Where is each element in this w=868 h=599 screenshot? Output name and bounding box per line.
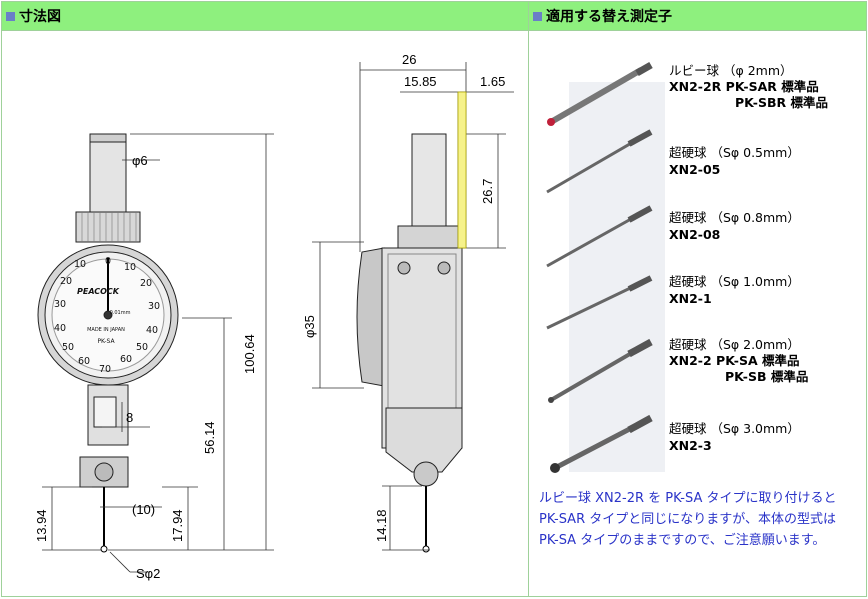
stylus-thread (627, 414, 653, 434)
stylus-thread (627, 205, 653, 223)
front-dimension-lines (42, 133, 274, 573)
tip-item-xn2-05: 超硬球 （Sφ 0.5mm） XN2-05 (546, 129, 800, 194)
tip-line1: 超硬球 （Sφ 0.5mm） (669, 145, 800, 160)
stylus-rod (549, 67, 643, 125)
dial-number: 60 (78, 356, 90, 367)
dial-number: 40 (54, 323, 66, 334)
dim-8: 8 (126, 410, 133, 425)
tip-list: ルビー球 （φ 2mm） XN2-2R PK-SAR 標準品 PK-SBR 標準… (546, 61, 828, 473)
dim-13-94: 13.94 (34, 509, 49, 542)
ruby-ball-icon (547, 118, 555, 126)
dim-26-7: 26.7 (480, 179, 495, 204)
replacement-tips-panel: 適用する替え測定子 ルビー球 （φ 2mm） XN2-2R PK-SAR 標準品… (529, 2, 866, 596)
dial-number: 70 (99, 364, 111, 375)
bullet-square-icon (533, 11, 542, 21)
tip-background-band (569, 82, 665, 472)
dial-brand-logo: PEACOCK (77, 287, 120, 296)
tip-line1: 超硬球 （Sφ 0.8mm） (669, 210, 800, 225)
dial-unit: 0.01mm (110, 310, 131, 316)
dimension-drawing: 10 0 10 20 20 30 30 40 40 50 50 60 60 70… (34, 52, 514, 581)
stylus-thread (627, 275, 653, 292)
dial-number: 0 (105, 256, 111, 267)
carbide-ball-icon (548, 397, 554, 403)
dial-number: 40 (146, 325, 158, 336)
dial-face-text: 10 0 10 20 20 30 30 40 40 50 50 60 60 70… (54, 256, 160, 375)
front-view (37, 133, 179, 553)
dial-number: 30 (148, 301, 160, 312)
left-header: 寸法図 (2, 2, 528, 31)
dial-number: 10 (124, 262, 136, 273)
tip-item-xn2-1: 超硬球 （Sφ 1.0mm） XN2-1 (546, 274, 800, 330)
right-header: 適用する替え測定子 (529, 2, 866, 31)
dim-56-14: 56.14 (202, 421, 217, 454)
tip-line1: 超硬球 （Sφ 1.0mm） (669, 274, 800, 289)
dial-model: PK-SA (97, 338, 115, 345)
dial-number: 20 (140, 278, 152, 289)
dim-1-65: 1.65 (480, 74, 505, 89)
dial-number: 50 (62, 342, 74, 353)
dimension-drawing-panel: 寸法図 (2, 2, 529, 596)
side-view (356, 133, 463, 553)
stylus-thread (635, 61, 653, 77)
tip-line1: 超硬球 （Sφ 2.0mm） (669, 337, 800, 352)
carbide-ball-icon (550, 463, 560, 473)
left-header-title: 寸法図 (19, 9, 61, 25)
tip-line2: XN2-08 (669, 227, 720, 242)
dim-phi35: φ35 (302, 315, 317, 338)
tip-line3: PK-SBR 標準品 (735, 95, 828, 110)
tip-line1: 超硬球 （Sφ 3.0mm） (669, 421, 800, 436)
tip-line2: XN2-2 PK-SA 標準品 (669, 353, 800, 368)
stylus-thread (627, 338, 653, 358)
tip-line1: ルビー球 （φ 2mm） (669, 63, 793, 78)
tip-line3: PK-SB 標準品 (725, 369, 808, 384)
dial-made-in: MADE IN JAPAN (87, 327, 125, 333)
dim-phi6: φ6 (132, 153, 148, 168)
tip-item-xn2-3: 超硬球 （Sφ 3.0mm） XN2-3 (550, 414, 800, 473)
tip-item-xn2-2: 超硬球 （Sφ 2.0mm） XN2-2 PK-SA 標準品 PK-SB 標準品 (548, 337, 808, 403)
tip-item-xn2-08: 超硬球 （Sφ 0.8mm） XN2-08 (546, 205, 800, 268)
dim-sphi2: Sφ2 (136, 566, 160, 581)
compatibility-note: ルビー球 XN2-2R を PK-SA タイプに取り付けると PK-SAR タイ… (539, 491, 837, 548)
dim-15-85: 15.85 (404, 74, 437, 89)
dim-10: (10) (132, 502, 155, 517)
dial-number: 10 (74, 259, 86, 270)
dial-number: 50 (136, 342, 148, 353)
tip-line2: XN2-3 (669, 438, 712, 453)
stylus-thread (627, 129, 653, 147)
dim-100-64: 100.64 (242, 334, 257, 374)
tip-line2: XN2-05 (669, 162, 720, 177)
dial-number: 30 (54, 299, 66, 310)
tip-line2: XN2-1 (669, 291, 712, 306)
bullet-square-icon (6, 11, 15, 21)
right-header-title: 適用する替え測定子 (546, 9, 672, 25)
tip-item-xn2-2r: ルビー球 （φ 2mm） XN2-2R PK-SAR 標準品 PK-SBR 標準… (547, 61, 828, 126)
tip-line2: XN2-2R PK-SAR 標準品 (669, 79, 819, 94)
dim-17-94: 17.94 (170, 509, 185, 542)
dial-number: 20 (60, 276, 72, 287)
tip-offset-highlight (457, 91, 467, 249)
dial-number: 60 (120, 354, 132, 365)
dim-14-18: 14.18 (374, 509, 389, 542)
dim-26: 26 (402, 52, 416, 67)
